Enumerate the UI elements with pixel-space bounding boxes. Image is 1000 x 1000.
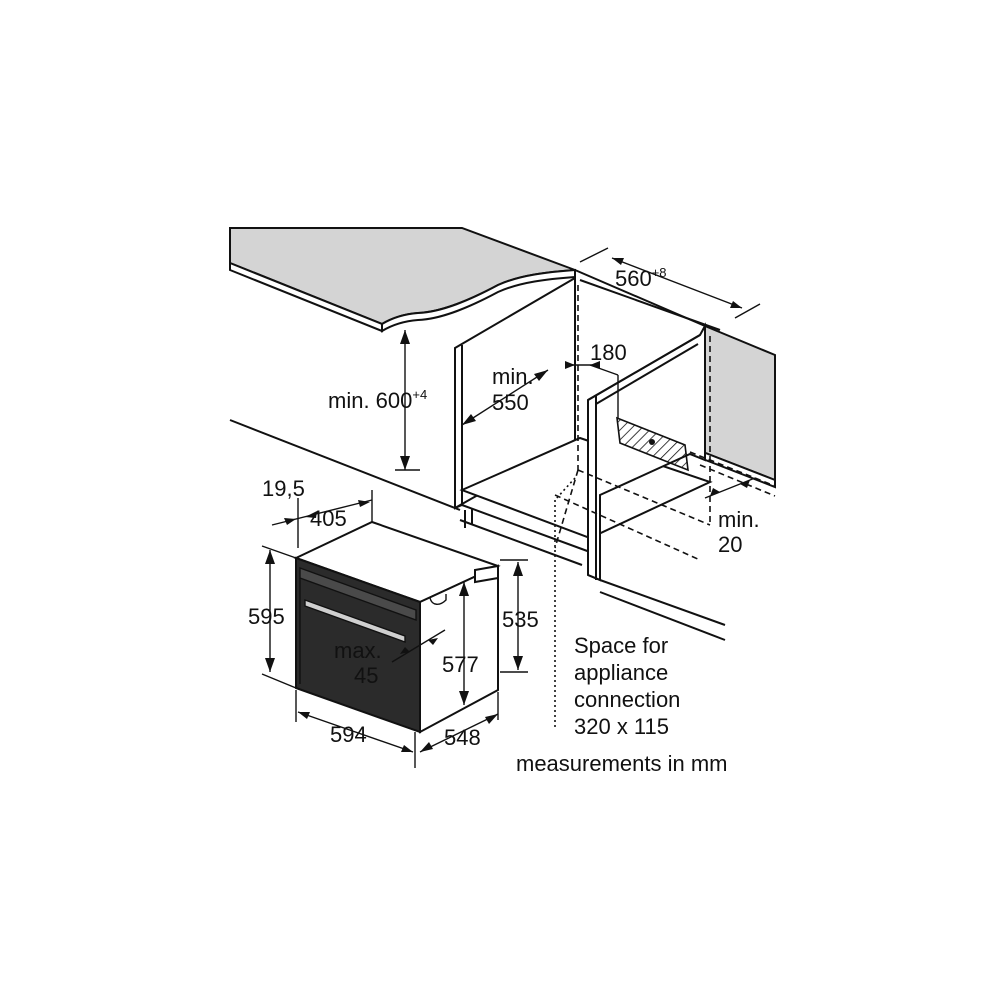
label-door-height: 577 xyxy=(442,652,479,677)
oven-handle xyxy=(304,599,406,643)
dim-rear-gap xyxy=(704,477,756,499)
label-niche-depth-value: 550 xyxy=(492,390,529,415)
label-connection-line3: connection xyxy=(574,687,680,712)
dim-body-height xyxy=(500,559,528,673)
dim-overhang xyxy=(271,490,373,548)
label-handle-value: 45 xyxy=(354,663,378,688)
dim-oven-width xyxy=(295,690,416,768)
cabinet-niche xyxy=(229,269,776,730)
oven xyxy=(293,520,501,734)
label-units: measurements in mm xyxy=(516,751,728,776)
label-niche-depth-min: min. xyxy=(492,364,534,389)
label-door-depth: 405 xyxy=(310,506,347,531)
label-rear-gap-value: 20 xyxy=(718,532,742,557)
dim-niche-width xyxy=(579,247,761,319)
label-cable-offset: 180 xyxy=(590,340,627,365)
label-niche-width: 560+8 xyxy=(615,265,667,291)
label-oven-depth: 548 xyxy=(444,725,481,750)
label-oven-width: 594 xyxy=(330,722,367,747)
label-connection-line4: 320 x 115 xyxy=(574,714,669,739)
dim-oven-height xyxy=(261,545,297,689)
label-handle-max: max. xyxy=(334,638,382,663)
dim-oven-depth xyxy=(419,692,499,753)
label-oven-height: 595 xyxy=(248,604,285,629)
dim-door-height xyxy=(459,582,469,705)
dim-handle xyxy=(391,629,446,663)
dim-niche-height xyxy=(395,330,420,471)
dim-cable-offset xyxy=(565,361,619,418)
dim-niche-depth xyxy=(461,369,549,426)
label-connection-line1: Space for xyxy=(574,633,668,658)
label-body-height: 535 xyxy=(502,607,539,632)
label-connection-line2: appliance xyxy=(574,660,668,685)
label-overhang: 19,5 xyxy=(262,476,305,501)
label-niche-height: min. 600+4 xyxy=(328,387,427,413)
label-rear-gap-min: min. xyxy=(718,507,760,532)
